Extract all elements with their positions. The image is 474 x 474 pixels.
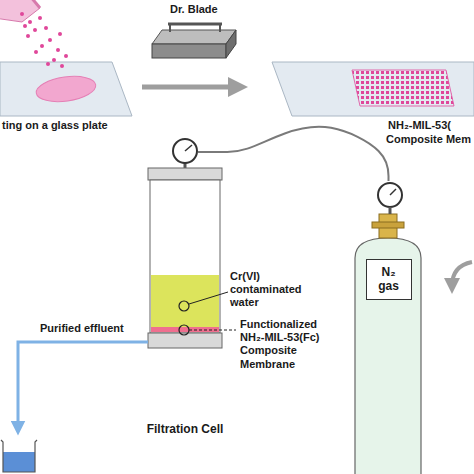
glass-plate-left — [0, 62, 132, 116]
particle — [34, 50, 38, 54]
particle — [46, 62, 50, 66]
particle-spray — [20, 12, 68, 68]
particle — [20, 12, 24, 16]
particle — [23, 24, 27, 28]
doctor-blade-tool — [152, 24, 236, 58]
process-arrow — [142, 85, 238, 90]
cycle-arrow — [452, 262, 472, 286]
glass-plate-right — [272, 62, 474, 116]
filtration-cell: Filtration Cell — [146, 130, 224, 350]
tool-label: Dr. Blade — [170, 3, 218, 16]
callout-label: Cr(VI) contaminated water — [230, 270, 314, 310]
particle — [52, 58, 56, 62]
particle — [26, 34, 30, 38]
cell-caption: Filtration Cell — [147, 422, 224, 436]
filtration-cell-drawing — [148, 139, 236, 348]
product-label: Composite Mem — [386, 133, 471, 146]
callout-label: Functionalized NH₂-MIL-53(Fc) Composite … — [240, 318, 344, 371]
particle — [56, 48, 60, 52]
step-caption: ting on a glass plate — [2, 119, 108, 132]
particle — [60, 64, 64, 68]
particle — [44, 26, 48, 30]
particle — [33, 28, 37, 32]
outlet-label: Purified effluent — [40, 322, 124, 335]
gas-cylinder: N₂ gas — [355, 181, 422, 474]
gas-hose — [224, 127, 389, 181]
pouring-flask — [0, 0, 40, 22]
gas-cylinder-drawing — [355, 183, 421, 474]
particle — [48, 38, 52, 42]
particle — [40, 44, 44, 48]
outlet-and-beaker — [1, 342, 148, 472]
particle — [38, 16, 42, 20]
particle — [64, 54, 68, 58]
particle — [58, 32, 62, 36]
product-label: NH₂-MIL-53( — [388, 119, 451, 132]
particle — [28, 20, 32, 24]
gas-label: N₂ gas — [366, 259, 412, 300]
